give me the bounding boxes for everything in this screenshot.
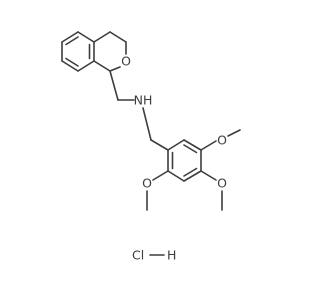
methoxy-top-oxygen-label: O <box>217 133 227 148</box>
isochroman-fragment: O <box>61 31 131 72</box>
amine-linker-fragment: NH <box>109 70 169 151</box>
bond-c1-ch2 <box>109 70 119 101</box>
bond-benzo-4 <box>77 60 95 72</box>
methoxy-bottom-oxygen-label: O <box>142 176 152 191</box>
molecule-diagram: O NH O O O <box>61 31 241 263</box>
double-bond-benzo-3 <box>65 57 79 67</box>
bond-aryl-4 <box>183 170 202 182</box>
bond-n-benzyl-ch2 <box>142 107 152 141</box>
bond-aryl-1 <box>167 139 185 151</box>
bond-aryl-2 <box>183 139 202 151</box>
double-bond-aryl-2 <box>183 167 198 177</box>
chemical-structure-canvas: O NH O O O <box>61 31 241 263</box>
bond-ring-c1-ar <box>93 60 111 72</box>
bond-methoxy-top-o <box>200 140 217 151</box>
double-bond-aryl-1 <box>183 144 198 154</box>
bond-methoxy-bottom-o <box>152 170 169 181</box>
bond-benzo-1 <box>61 31 79 43</box>
bond-ring-o-c1 <box>109 66 121 72</box>
double-bond-benzo-1 <box>65 36 79 46</box>
bond-aryl-5 <box>167 170 185 182</box>
bond-ring-c4 <box>93 31 111 43</box>
amine-nh-label: NH <box>134 93 153 108</box>
trimethoxyphenyl-fragment: O O O <box>142 129 241 211</box>
bond-ring-c3 <box>109 31 127 43</box>
bond-benzyl-ch2-ar <box>150 139 169 151</box>
bond-methoxy-middle-o <box>200 170 217 181</box>
methoxy-middle-oxygen-label: O <box>217 176 227 191</box>
bond-methoxy-top-me <box>227 129 241 137</box>
chlorine-label: Cl <box>132 248 144 263</box>
bond-benzo-5 <box>61 60 79 72</box>
hydrochloride-salt: Cl H <box>132 248 176 263</box>
ring-oxygen-label: O <box>121 54 131 69</box>
hydrogen-label: H <box>167 248 176 263</box>
bond-benzo-2 <box>77 31 95 43</box>
